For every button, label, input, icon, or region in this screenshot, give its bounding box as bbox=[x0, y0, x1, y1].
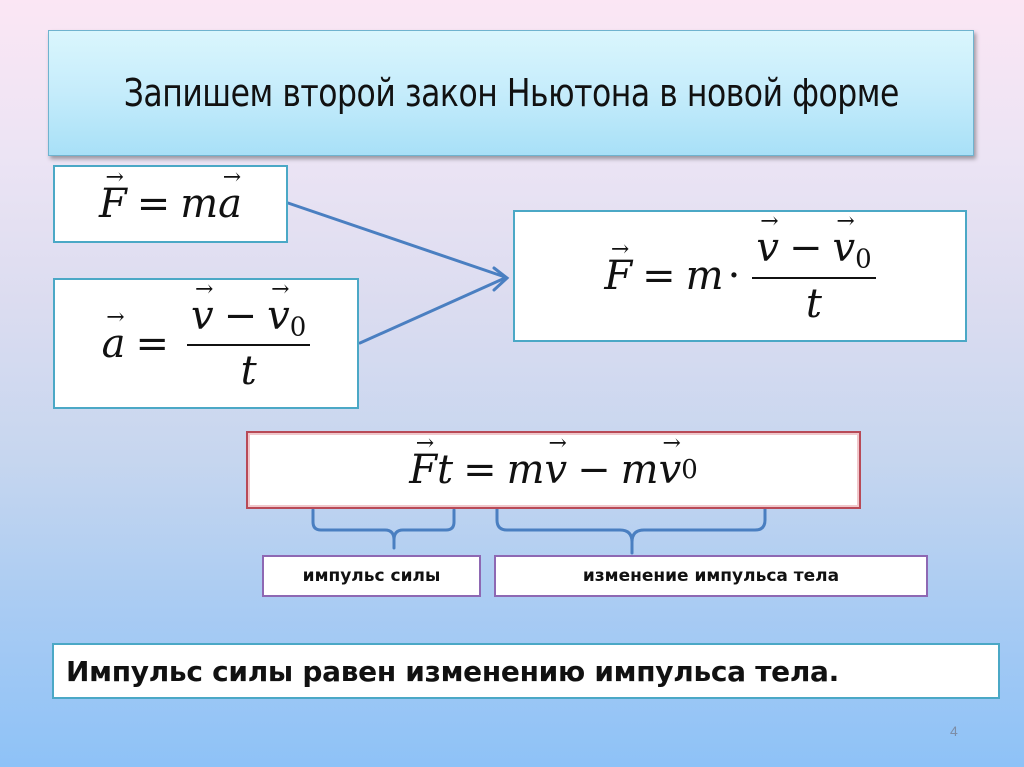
time-symbol: t bbox=[437, 447, 454, 493]
label-momentum-change: изменение импульса тела bbox=[494, 555, 928, 597]
formula-impulse: Ft = mv − mv0 bbox=[246, 431, 861, 509]
page-number: 4 bbox=[950, 723, 958, 739]
force-vector: F bbox=[604, 253, 632, 299]
fraction-bar bbox=[187, 344, 311, 347]
multiply-dot: · bbox=[727, 253, 741, 299]
initial-velocity-vector: v bbox=[832, 225, 855, 271]
minus-sign: − bbox=[788, 225, 823, 272]
mass-symbol: m bbox=[180, 181, 219, 227]
conclusion-statement: Импульс силы равен изменению импульса те… bbox=[52, 643, 1000, 699]
acceleration-vector: a bbox=[218, 181, 242, 227]
subscript-zero: 0 bbox=[855, 244, 872, 275]
arrow-from-f-ma bbox=[286, 201, 507, 279]
mass-symbol: m bbox=[620, 447, 659, 493]
velocity-vector: v bbox=[756, 225, 779, 271]
equals-sign: = bbox=[136, 181, 171, 227]
formula-newton-second-law: F = ma bbox=[53, 165, 288, 243]
force-vector: F bbox=[409, 447, 437, 493]
slide-title-box: Запишем второй закон Ньютона в новой фор… bbox=[48, 30, 974, 156]
formula-new-form: F = m · v−v0 t bbox=[513, 210, 967, 342]
initial-velocity-vector: v bbox=[267, 293, 290, 339]
mass-symbol: m bbox=[506, 447, 545, 493]
slide-title: Запишем второй закон Ньютона в новой фор… bbox=[123, 71, 899, 115]
minus-sign: − bbox=[577, 447, 611, 493]
subscript-zero: 0 bbox=[289, 312, 307, 343]
label-force-impulse: импульс силы bbox=[262, 555, 481, 597]
equals-sign: = bbox=[135, 320, 170, 367]
equals-sign: = bbox=[642, 253, 676, 299]
time-symbol: t bbox=[805, 280, 822, 327]
brace-momentum-change-icon bbox=[495, 506, 767, 555]
arrow-from-acceleration bbox=[358, 276, 507, 345]
velocity-vector: v bbox=[191, 293, 214, 339]
force-vector: F bbox=[99, 181, 127, 227]
velocity-vector: v bbox=[545, 447, 568, 493]
minus-sign: − bbox=[223, 292, 258, 339]
mass-symbol: m bbox=[685, 253, 724, 299]
subscript-zero: 0 bbox=[681, 455, 698, 485]
brace-force-impulse-icon bbox=[311, 508, 456, 550]
arrowhead-icon bbox=[492, 266, 510, 292]
fraction: v−v0 t bbox=[752, 225, 876, 327]
fraction: v−v0 t bbox=[187, 292, 311, 395]
formula-acceleration: a = v−v0 t bbox=[53, 278, 359, 409]
initial-velocity-vector: v bbox=[659, 447, 682, 493]
fraction-bar bbox=[752, 276, 876, 279]
equals-sign: = bbox=[463, 447, 497, 493]
time-symbol: t bbox=[240, 348, 257, 395]
acceleration-vector: a bbox=[102, 321, 126, 367]
